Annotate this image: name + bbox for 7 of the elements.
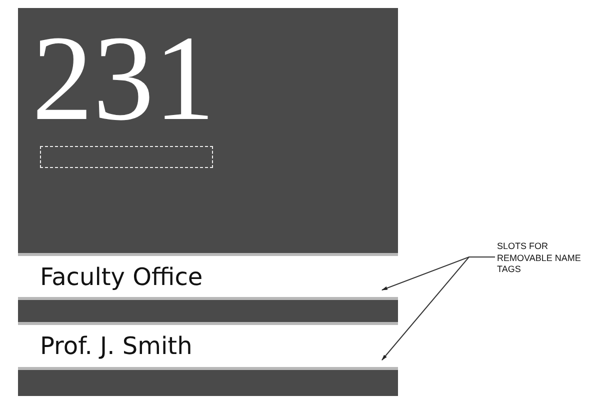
name-text: Prof. J. Smith: [40, 332, 192, 361]
callout-text: SLOTS FOR REMOVABLE NAME TAGS: [497, 241, 582, 276]
leader-line: [382, 256, 496, 360]
name-text: Faculty Office: [40, 263, 203, 292]
room-number: 231: [32, 18, 215, 140]
dashed-placeholder-box: [40, 146, 213, 168]
sign-panel: [18, 8, 398, 396]
